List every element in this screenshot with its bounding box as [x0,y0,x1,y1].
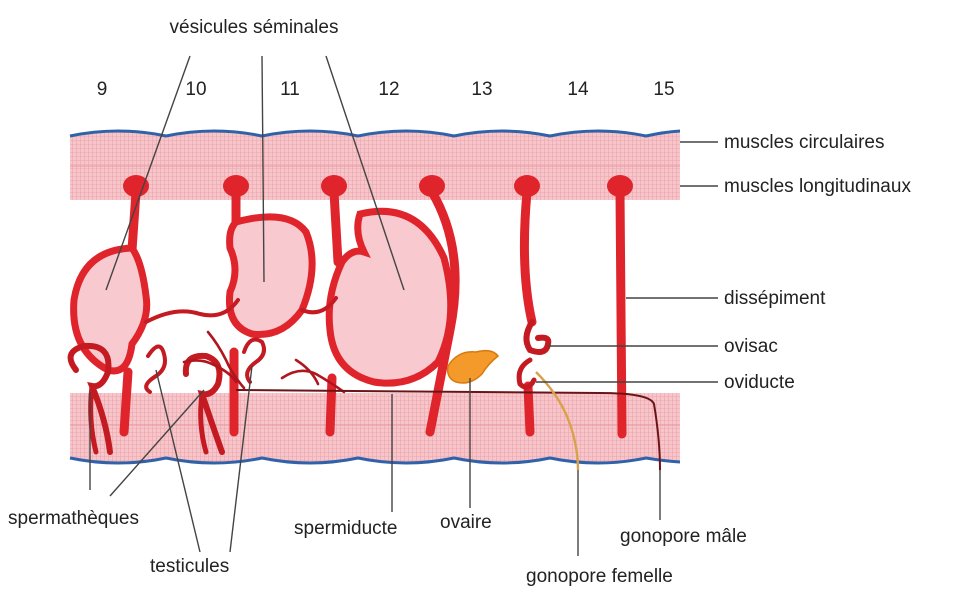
label-seminal-vesicles: vésicules séminales [170,17,339,38]
ovary [448,351,498,383]
segment-number: 12 [378,79,399,100]
seminal-vesicle-9 [74,248,147,371]
body-wall-bottom [70,393,680,463]
septum [132,192,136,250]
label-ovary: ovaire [440,512,492,533]
label-testes: testicules [150,556,229,577]
label-longitudinal-muscles: muscles longitudinaux [724,176,911,197]
label-oviduct: oviducte [724,372,795,393]
septum [620,192,622,434]
septum [524,192,532,322]
segment-number: 15 [653,79,674,100]
testis-11 [244,340,264,382]
segment-number: 11 [280,79,300,100]
septum-lower [124,372,128,432]
septum [334,192,338,262]
label-female-gonopore: gonopore femelle [526,566,673,587]
segment-number: 10 [185,79,206,100]
ovisac [526,322,548,352]
testis-10 [146,346,165,392]
segment-numbers: 9 10 11 12 13 14 15 [97,79,675,100]
label-ovisac: ovisac [724,336,778,357]
segment-number: 13 [471,79,492,100]
label-male-gonopore: gonopore mâle [620,526,747,547]
segment-number: 14 [567,79,589,100]
body-wall-top [70,131,680,200]
label-dissepiment: dissépiment [724,288,826,309]
label-spermathecae: spermathèques [8,508,139,529]
seminal-vesicle-11 [229,217,312,335]
segment-number: 9 [97,79,108,100]
muscle-layer-bottom [70,393,680,463]
septum-lower [330,378,332,432]
seminal-vesicle-12 [329,211,451,383]
label-circular-muscles: muscles circulaires [724,132,884,153]
vesicle-connector [146,300,238,322]
label-spermiduct: spermiducte [294,518,398,539]
